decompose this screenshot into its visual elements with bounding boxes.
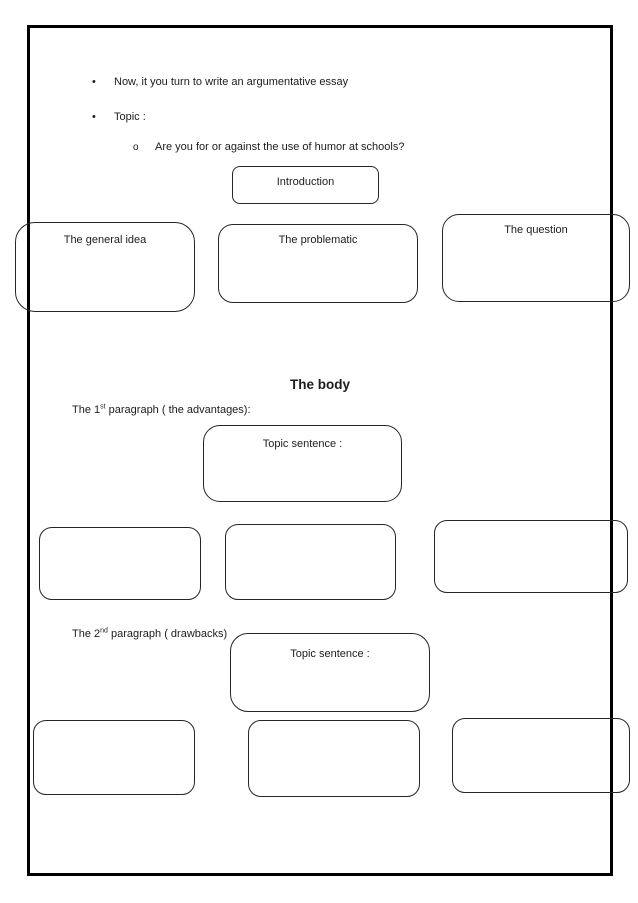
- general-idea-box: The general idea: [15, 222, 195, 312]
- bullet-text: Now, it you turn to write an argumentati…: [114, 76, 349, 88]
- introduction-box: Introduction: [232, 166, 379, 204]
- introduction-box-label: Introduction: [276, 176, 335, 188]
- bullet-icon: •: [92, 76, 96, 88]
- topic-sentence-box-1-label: Topic sentence :: [262, 438, 343, 450]
- paragraph1-label-suffix: paragraph ( the advantages):: [105, 404, 251, 416]
- problematic-box-label: The problematic: [278, 234, 358, 246]
- paragraph2-label-prefix: The 2: [72, 628, 101, 640]
- empty-box-drawbacks-1: [33, 720, 195, 795]
- bullet-icon: •: [92, 111, 96, 123]
- topic-sentence-box-2-label: Topic sentence :: [290, 648, 370, 660]
- problematic-box: The problematic: [218, 224, 418, 303]
- circle-bullet-icon: o: [133, 142, 139, 153]
- bullet-line-topic: • Topic :: [92, 111, 146, 124]
- paragraph1-label: The 1st paragraph ( the advantages):: [72, 403, 251, 417]
- topic-sentence-box-2: Topic sentence :: [230, 633, 430, 712]
- general-idea-box-label: The general idea: [63, 234, 147, 246]
- bullet-text: Are you for or against the use of humor …: [155, 141, 405, 153]
- empty-box-drawbacks-2: [248, 720, 420, 797]
- bullet-line-intro: • Now, it you turn to write an argumenta…: [92, 76, 348, 89]
- body-heading: The body: [290, 377, 350, 392]
- paragraph2-label-superscript: nd: [100, 627, 108, 635]
- question-box-label: The question: [504, 224, 568, 236]
- empty-box-advantages-1: [39, 527, 201, 600]
- paragraph2-label: The 2nd paragraph ( drawbacks): [72, 627, 228, 641]
- empty-box-drawbacks-3: [452, 718, 630, 793]
- topic-sentence-box-1: Topic sentence :: [203, 425, 402, 502]
- page-border: [27, 25, 613, 876]
- question-box: The question: [442, 214, 630, 302]
- paragraph1-label-prefix: The 1: [72, 404, 101, 416]
- empty-box-advantages-2: [225, 524, 396, 600]
- paragraph1-label-superscript: st: [100, 403, 106, 411]
- bullet-line-question: o Are you for or against the use of humo…: [133, 141, 404, 154]
- bullet-text: Topic :: [114, 111, 146, 123]
- empty-box-advantages-3: [434, 520, 628, 593]
- paragraph2-label-suffix: paragraph ( drawbacks): [107, 628, 228, 640]
